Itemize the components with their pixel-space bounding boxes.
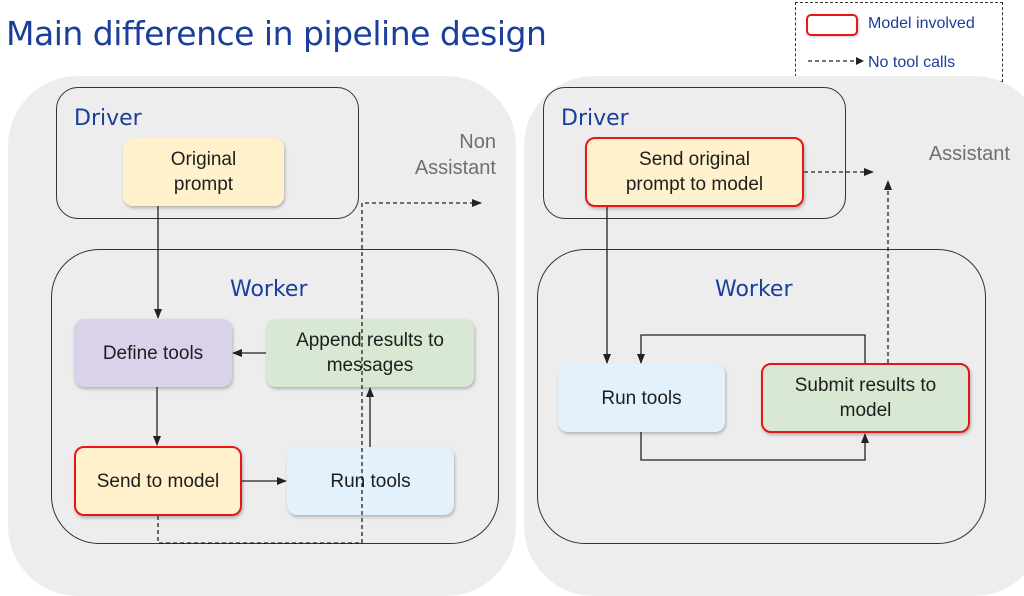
right-driver-label: Driver <box>561 106 629 131</box>
right-worker-label: Worker <box>715 277 793 302</box>
model-involved-swatch <box>806 14 858 36</box>
node-define-tools[interactable]: Define tools <box>74 319 232 387</box>
legend-label-model-involved: Model involved <box>868 15 975 32</box>
node-append-results[interactable]: Append results to messages <box>266 319 474 387</box>
right-output-label: Assistant <box>928 143 1010 165</box>
page-title: Main difference in pipeline design <box>6 14 547 53</box>
node-send-original-prompt[interactable]: Send original prompt to model <box>585 137 804 207</box>
left-output-label: Non Assistant <box>414 131 496 179</box>
node-run-tools-right[interactable]: Run tools <box>558 364 725 432</box>
left-worker-label: Worker <box>230 277 308 302</box>
node-send-to-model[interactable]: Send to model <box>74 446 242 516</box>
left-driver-label: Driver <box>74 106 142 131</box>
node-run-tools-left[interactable]: Run tools <box>287 447 454 515</box>
dashed-arrow-icon <box>808 57 864 65</box>
right-driver-container <box>543 87 846 219</box>
node-original-prompt[interactable]: Original prompt <box>123 138 284 206</box>
node-submit-results[interactable]: Submit results to model <box>761 363 970 433</box>
legend: Model involved No tool calls <box>795 2 1003 82</box>
right-worker-container <box>537 249 986 544</box>
legend-label-no-tool-calls: No tool calls <box>868 54 956 71</box>
